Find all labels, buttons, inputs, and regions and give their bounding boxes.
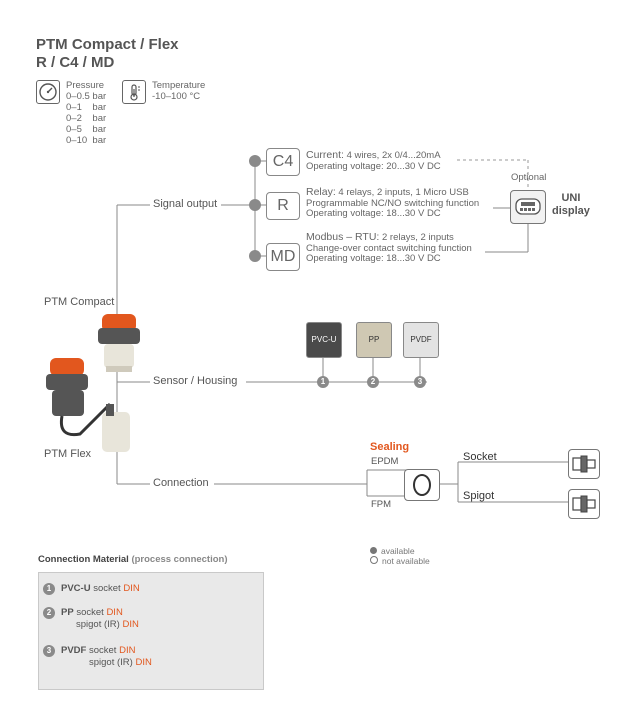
sensor-housing-label: Sensor / Housing: [150, 375, 241, 387]
pressure-gauge-icon: [36, 80, 60, 104]
signal-option-md[interactable]: MD: [266, 243, 300, 271]
page-title: PTM Compact / Flex R / C4 / MD: [36, 36, 179, 72]
connection-material-title: Connection Material: [38, 554, 129, 565]
spigot-label: Spigot: [463, 490, 495, 502]
uni-display-label-line2: display: [552, 205, 590, 217]
connection-standard: DIN: [119, 645, 136, 656]
pressure-range: 0–0.5 bar: [66, 91, 107, 102]
material-number-2: 2: [43, 607, 55, 619]
product-images: [46, 314, 140, 452]
title-line-1: PTM Compact / Flex: [36, 36, 179, 53]
connection-label: Connection: [150, 477, 212, 489]
signal-option-c4[interactable]: C4: [266, 148, 300, 176]
material-pvc-u: PVC-U: [306, 322, 342, 358]
uni-display-label: UNI display: [552, 192, 590, 218]
ptm-flex-label: PTM Flex: [44, 448, 92, 460]
signal-voltage: Operating voltage: 18...30 V DC: [306, 253, 441, 264]
pressure-range: 0–1 bar: [66, 102, 107, 113]
material-pp: PP: [356, 322, 392, 358]
connection-kind: socket: [93, 583, 121, 594]
ptm-flex-image: [46, 358, 130, 452]
optional-label: Optional: [511, 172, 547, 183]
material-name: PVC-U: [61, 583, 91, 594]
signal-name: Current:: [306, 149, 344, 161]
seal-ring-icon: [404, 469, 440, 501]
signal-output-label: Signal output: [150, 198, 221, 210]
legend-available: available: [381, 546, 415, 556]
connection-kind: spigot (IR): [89, 657, 133, 668]
available-dot-icon: [370, 547, 377, 554]
signal-desc-md: Modbus – RTU: 2 relays, 2 inputs Change-…: [306, 232, 472, 265]
connection-material-panel: 1 PVC-U socket DIN 2 PP socket DIN spigo…: [38, 572, 264, 690]
signal-function: Programmable NC/NO switching function: [306, 197, 480, 209]
seal-epdm-label: EPDM: [371, 456, 399, 467]
connection-kind: socket: [76, 607, 104, 618]
seal-fpm-label: FPM: [371, 499, 392, 510]
signal-name: Relay:: [306, 186, 336, 198]
material-row-pp: PP socket DIN spigot (IR) DIN: [61, 607, 139, 631]
pressure-range: 0–5 bar: [66, 124, 107, 135]
temperature-label: Temperature: [152, 80, 206, 91]
not-available-dot-icon: [370, 556, 378, 564]
pressure-range: 0–2 bar: [66, 113, 107, 124]
temperature-block: Temperature -10–100 °C: [152, 80, 205, 102]
connection-standard: DIN: [123, 583, 140, 594]
signal-voltage: Operating voltage: 18...30 V DC: [306, 208, 441, 219]
title-line-2: R / C4 / MD: [36, 54, 115, 71]
signal-desc-c4: Current: 4 wires, 2x 0/4...20mA Operatin…: [306, 150, 441, 172]
signal-option-r[interactable]: R: [266, 192, 300, 220]
connection-standard: DIN: [106, 607, 123, 618]
material-number-1: 1: [43, 583, 55, 595]
spigot-icon: [568, 489, 600, 519]
connection-standard: DIN: [122, 619, 139, 630]
connection-kind: socket: [88, 645, 117, 656]
pressure-range: 0–10 bar: [66, 135, 107, 146]
connection-kind: spigot (IR): [76, 619, 120, 630]
pressure-block: Pressure 0–0.5 bar 0–1 bar 0–2 bar 0–5 b…: [66, 80, 106, 146]
material-row-pvc-u: PVC-U socket DIN: [61, 583, 140, 595]
signal-function: Change-over contact switching function: [306, 242, 472, 254]
material-node-2: 2: [367, 376, 379, 388]
temperature-range: -10–100 °C: [152, 91, 201, 102]
signal-detail: 4 relays, 2 inputs, 1 Micro USB: [338, 187, 469, 198]
material-row-pvdf: PVDF socket DIN spigot (IR) DIN: [61, 645, 152, 669]
connection-material-heading: Connection Material (process connection): [38, 554, 228, 565]
signal-detail: 2 relays, 2 inputs: [381, 232, 454, 243]
availability-legend: available not available: [370, 546, 430, 566]
signal-detail: 4 wires, 2x 0/4...20mA: [346, 150, 441, 161]
uni-display-icon[interactable]: [510, 190, 546, 224]
sealing-title: Sealing: [370, 441, 410, 453]
material-name: PVDF: [61, 645, 87, 656]
material-name: PP: [61, 607, 74, 618]
connection-material-subtitle: (process connection): [131, 554, 228, 565]
material-node-3: 3: [414, 376, 426, 388]
thermometer-icon: [122, 80, 146, 104]
signal-name: Modbus – RTU:: [306, 231, 380, 243]
ptm-compact-label: PTM Compact: [44, 296, 115, 308]
uni-display-label-line1: UNI: [561, 192, 581, 204]
socket-icon: [568, 449, 600, 479]
ptm-compact-image: [98, 314, 140, 372]
material-number-3: 3: [43, 645, 55, 657]
signal-desc-r: Relay: 4 relays, 2 inputs, 1 Micro USB P…: [306, 187, 479, 220]
material-pvdf: PVDF: [403, 322, 439, 358]
pressure-label: Pressure: [66, 80, 105, 91]
material-node-1: 1: [317, 376, 329, 388]
socket-label: Socket: [463, 451, 497, 463]
signal-voltage: Operating voltage: 20...30 V DC: [306, 160, 441, 172]
connection-standard: DIN: [135, 657, 152, 668]
legend-not-available: not available: [382, 556, 430, 566]
